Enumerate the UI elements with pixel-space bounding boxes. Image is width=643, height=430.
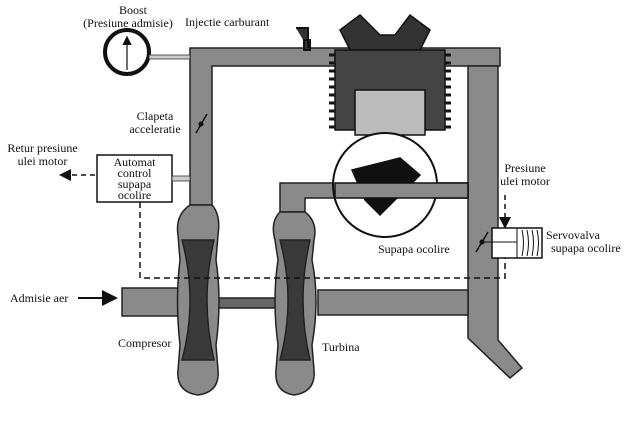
air-inlet-pipe <box>121 287 181 317</box>
controller-label-2: control <box>117 166 152 180</box>
wastegate-valve <box>475 231 489 253</box>
controller-box <box>96 154 173 203</box>
fuel-injection-label: Injectie carburant <box>185 15 270 29</box>
oil-return-label-1: Retur presiune <box>7 141 78 155</box>
controller-label-1: Automat <box>113 155 156 169</box>
engine <box>329 13 469 238</box>
compressor-label: Compresor <box>118 336 172 350</box>
control-line <box>139 202 506 279</box>
throttle-valve <box>195 113 208 134</box>
controller-label-4: ocolire <box>117 188 152 202</box>
controller-label-3: supapa <box>117 177 152 191</box>
boost-sublabel: (Presiune admisie) <box>83 16 173 30</box>
throttle-label-1: Clapeta <box>136 109 174 123</box>
turbo-shaft <box>217 297 281 309</box>
wastegate-label: Supapa ocolire <box>378 242 450 256</box>
servo-valve <box>483 227 543 259</box>
boost-label: Boost <box>118 3 147 17</box>
servo-label-2: supapa ocolire <box>551 241 621 255</box>
compressor <box>176 204 220 396</box>
oil-return-label-2: ulei motor <box>17 154 68 168</box>
turbine-label: Turbina <box>322 340 360 354</box>
turbine <box>272 211 317 396</box>
servo-label-1: Servovalva <box>546 228 600 242</box>
boost-gauge <box>103 28 191 76</box>
fuel-injector <box>296 27 311 51</box>
exhaust-pipe <box>467 65 524 380</box>
turbine-outlet-pipe <box>317 289 469 316</box>
oil-pressure-label-2: ulei motor <box>500 174 550 188</box>
oil-pressure-label-1: Presiune <box>504 161 546 175</box>
throttle-label-2: acceleratie <box>129 122 181 136</box>
air-intake-label: Admisie aer <box>10 291 69 305</box>
